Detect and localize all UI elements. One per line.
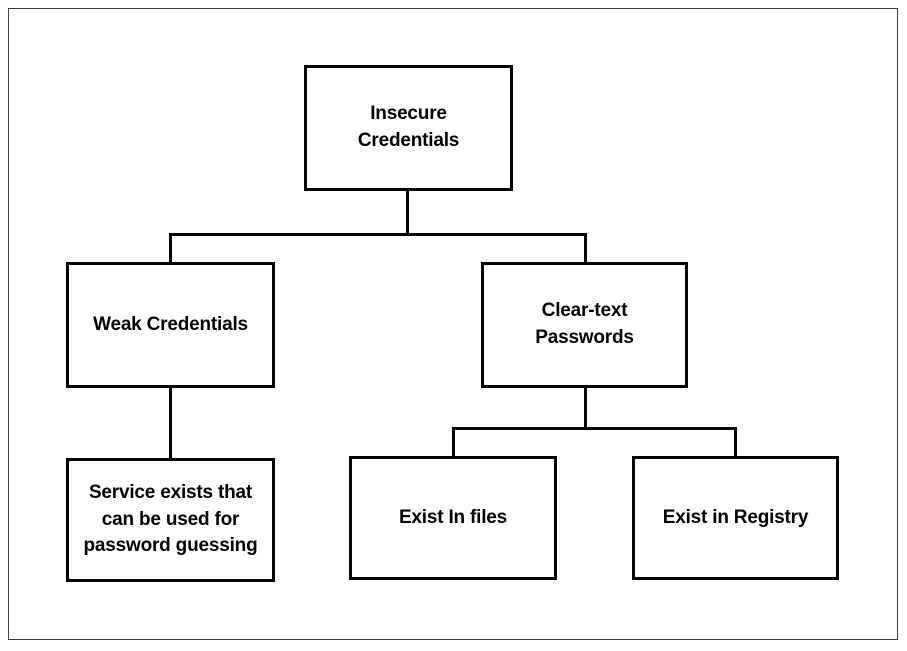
node-password-guessing-service-label: Service exists that can be used for pass… <box>83 481 258 557</box>
node-clear-text-passwords-label: Clear-text Passwords <box>535 300 634 348</box>
node-clear-text-passwords[interactable]: Clear-text Passwords <box>481 262 688 388</box>
node-exist-in-files-label: Exist In files <box>398 506 508 528</box>
edge-root-trunk <box>406 190 409 236</box>
node-exist-in-registry[interactable]: Exist in Registry <box>632 456 839 580</box>
node-insecure-credentials[interactable]: Insecure Credentials <box>304 65 513 191</box>
edge-level3-bus <box>452 427 737 430</box>
edge-weak-to-guessing <box>169 388 172 460</box>
node-weak-credentials-label: Weak Credentials <box>93 313 248 335</box>
edge-to-exist-in-files <box>452 427 455 457</box>
node-exist-in-files[interactable]: Exist In files <box>349 456 557 580</box>
node-exist-in-registry-label: Exist in Registry <box>662 506 809 528</box>
edge-to-clear-text-passwords <box>584 233 587 263</box>
node-password-guessing-service[interactable]: Service exists that can be used for pass… <box>66 458 275 582</box>
edge-to-weak-credentials <box>169 233 172 263</box>
node-insecure-credentials-label: Insecure Credentials <box>357 103 460 151</box>
edge-to-exist-in-registry <box>734 427 737 457</box>
edge-level2-bus <box>169 233 587 236</box>
node-weak-credentials[interactable]: Weak Credentials <box>66 262 275 388</box>
edge-cleartext-trunk <box>584 388 587 430</box>
